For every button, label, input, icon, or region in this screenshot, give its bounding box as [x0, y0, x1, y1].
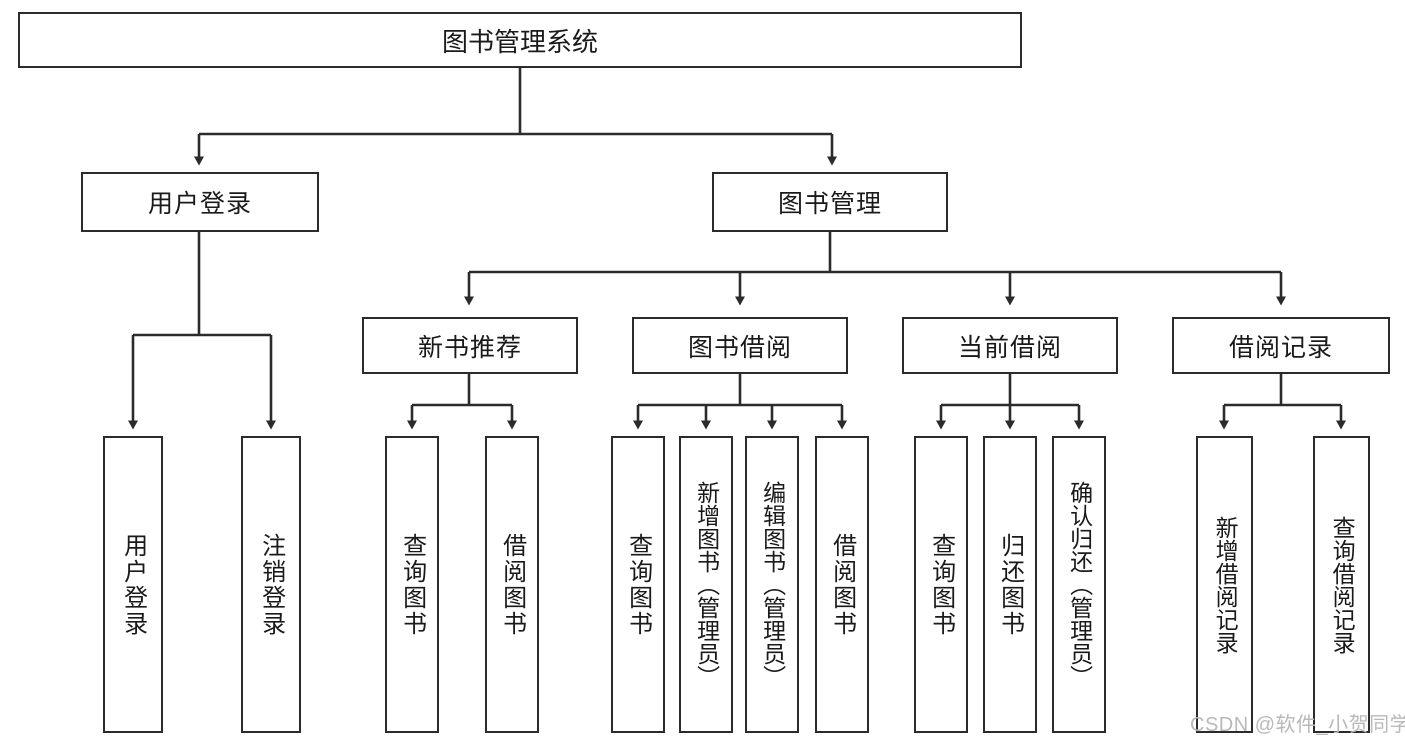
node-current-borrow-label: 当前借阅: [957, 333, 1062, 362]
node-leaf-query-book-2[interactable]: 查询图书: [611, 436, 665, 733]
node-leaf-return-book[interactable]: 归还图书: [983, 436, 1037, 733]
node-leaf-query-book-2-label: 查询图书: [624, 532, 652, 637]
node-leaf-query-borrow-record[interactable]: 查询借阅记录: [1313, 436, 1370, 733]
node-leaf-borrow-book-1[interactable]: 借阅图书: [485, 436, 539, 733]
node-leaf-add-borrow-record-label: 新增借阅记录: [1212, 515, 1239, 654]
node-current-borrow[interactable]: 当前借阅: [902, 317, 1118, 374]
node-book-borrow-label: 图书借阅: [687, 333, 792, 362]
node-leaf-user-login[interactable]: 用户登录: [103, 436, 163, 733]
node-leaf-logout-login-label: 注销登录: [257, 532, 285, 637]
node-leaf-edit-book-admin[interactable]: 编辑图书（管理员）: [745, 436, 799, 733]
watermark: CSDN @软件_小贺同学: [1190, 714, 1405, 736]
node-book-borrow[interactable]: 图书借阅: [632, 317, 848, 374]
node-leaf-borrow-book-2-label: 借阅图书: [828, 532, 856, 637]
node-leaf-query-book-1[interactable]: 查询图书: [385, 436, 439, 733]
node-leaf-query-book-3-label: 查询图书: [927, 532, 955, 637]
node-user-login-label: 用户登录: [147, 190, 252, 218]
node-leaf-confirm-return-admin[interactable]: 确认归还（管理员）: [1052, 436, 1106, 733]
node-book-management-label: 图书管理: [777, 190, 882, 218]
node-leaf-query-book-3[interactable]: 查询图书: [914, 436, 968, 733]
node-leaf-logout-login[interactable]: 注销登录: [241, 436, 301, 733]
node-leaf-query-book-1-label: 查询图书: [398, 532, 426, 637]
node-book-management[interactable]: 图书管理: [712, 172, 948, 232]
node-leaf-edit-book-admin-label: 编辑图书（管理员）: [759, 481, 786, 688]
node-new-book-recommend[interactable]: 新书推荐: [362, 317, 578, 374]
node-root-label: 图书管理系统: [441, 26, 598, 57]
node-root[interactable]: 图书管理系统: [18, 12, 1022, 68]
node-borrow-record[interactable]: 借阅记录: [1172, 317, 1390, 374]
node-leaf-user-login-label: 用户登录: [119, 532, 147, 637]
node-leaf-borrow-book-2[interactable]: 借阅图书: [815, 436, 869, 733]
node-leaf-borrow-book-1-label: 借阅图书: [498, 532, 526, 637]
node-leaf-add-borrow-record[interactable]: 新增借阅记录: [1196, 436, 1253, 733]
node-user-login[interactable]: 用户登录: [81, 172, 319, 232]
node-leaf-add-book-admin-label: 新增图书（管理员）: [693, 481, 720, 688]
node-leaf-confirm-return-admin-label: 确认归还（管理员）: [1066, 481, 1093, 688]
node-borrow-record-label: 借阅记录: [1228, 333, 1333, 362]
node-leaf-add-book-admin[interactable]: 新增图书（管理员）: [679, 436, 733, 733]
node-leaf-query-borrow-record-label: 查询借阅记录: [1329, 515, 1356, 654]
node-leaf-return-book-label: 归还图书: [996, 532, 1024, 637]
node-new-book-recommend-label: 新书推荐: [417, 333, 522, 362]
